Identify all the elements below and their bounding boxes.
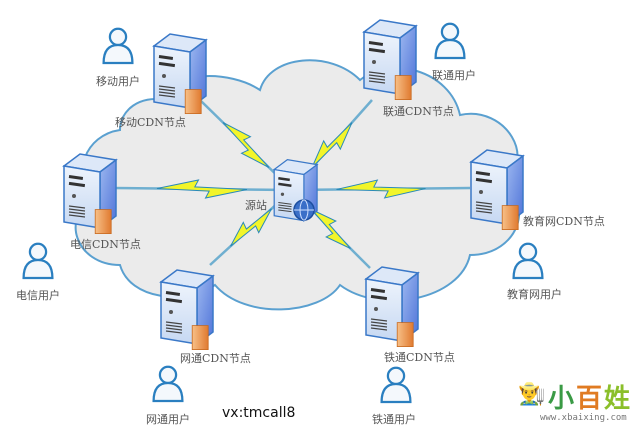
link-edu bbox=[291, 179, 471, 199]
user-icon-telecom bbox=[22, 242, 54, 280]
user-label-edu: 教育网用户 bbox=[507, 288, 562, 301]
user-icon-unicom bbox=[434, 22, 466, 60]
servers bbox=[63, 19, 524, 351]
user-label-netcom: 网通用户 bbox=[146, 413, 190, 426]
firewall-icon bbox=[184, 89, 202, 114]
logo-text: 小百姓 bbox=[548, 384, 633, 414]
lightning-bolt-icon bbox=[336, 179, 426, 199]
node-label-edu: 教育网CDN节点 bbox=[523, 215, 605, 228]
lightning-bolt-icon bbox=[156, 179, 248, 199]
user-icon-edu bbox=[512, 242, 544, 280]
node-label-netcom: 网通CDN节点 bbox=[180, 352, 251, 365]
site-logo: 👨‍🌾 小百姓 www.xbaixing.com bbox=[518, 378, 638, 433]
node-label-unicom: 联通CDN节点 bbox=[383, 105, 454, 118]
logo-url: www.xbaixing.com bbox=[540, 413, 627, 423]
lightning-bolt-icon bbox=[222, 122, 270, 168]
user-icon-mobile bbox=[102, 27, 134, 65]
firewall-icon bbox=[191, 325, 209, 351]
user-label-railcom: 铁通用户 bbox=[372, 413, 416, 426]
node-label-telecom: 电信CDN节点 bbox=[70, 238, 141, 251]
lightning-bolt-icon bbox=[311, 209, 351, 249]
farmer-mascot-icon: 👨‍🌾 bbox=[518, 382, 546, 407]
firewall-icon bbox=[501, 205, 519, 231]
firewall-icon bbox=[94, 209, 112, 235]
links bbox=[111, 99, 471, 269]
lightning-bolt-icon bbox=[230, 208, 272, 247]
user-icon-netcom bbox=[152, 365, 184, 403]
firewall-icon bbox=[394, 75, 412, 100]
globe-icon bbox=[293, 199, 315, 221]
node-label-railcom: 铁通CDN节点 bbox=[384, 351, 455, 364]
user-label-unicom: 联通用户 bbox=[432, 69, 476, 82]
user-icon-railcom bbox=[380, 366, 412, 404]
origin-label: 源站 bbox=[245, 199, 267, 212]
firewall-icon bbox=[396, 322, 414, 348]
watermark-text: vx:tmcall8 bbox=[222, 405, 296, 421]
user-label-telecom: 电信用户 bbox=[16, 289, 60, 302]
lightning-bolt-icon bbox=[311, 122, 353, 168]
node-label-mobile: 移动CDN节点 bbox=[115, 116, 186, 129]
link-telecom bbox=[111, 179, 293, 199]
user-label-mobile: 移动用户 bbox=[96, 75, 140, 88]
